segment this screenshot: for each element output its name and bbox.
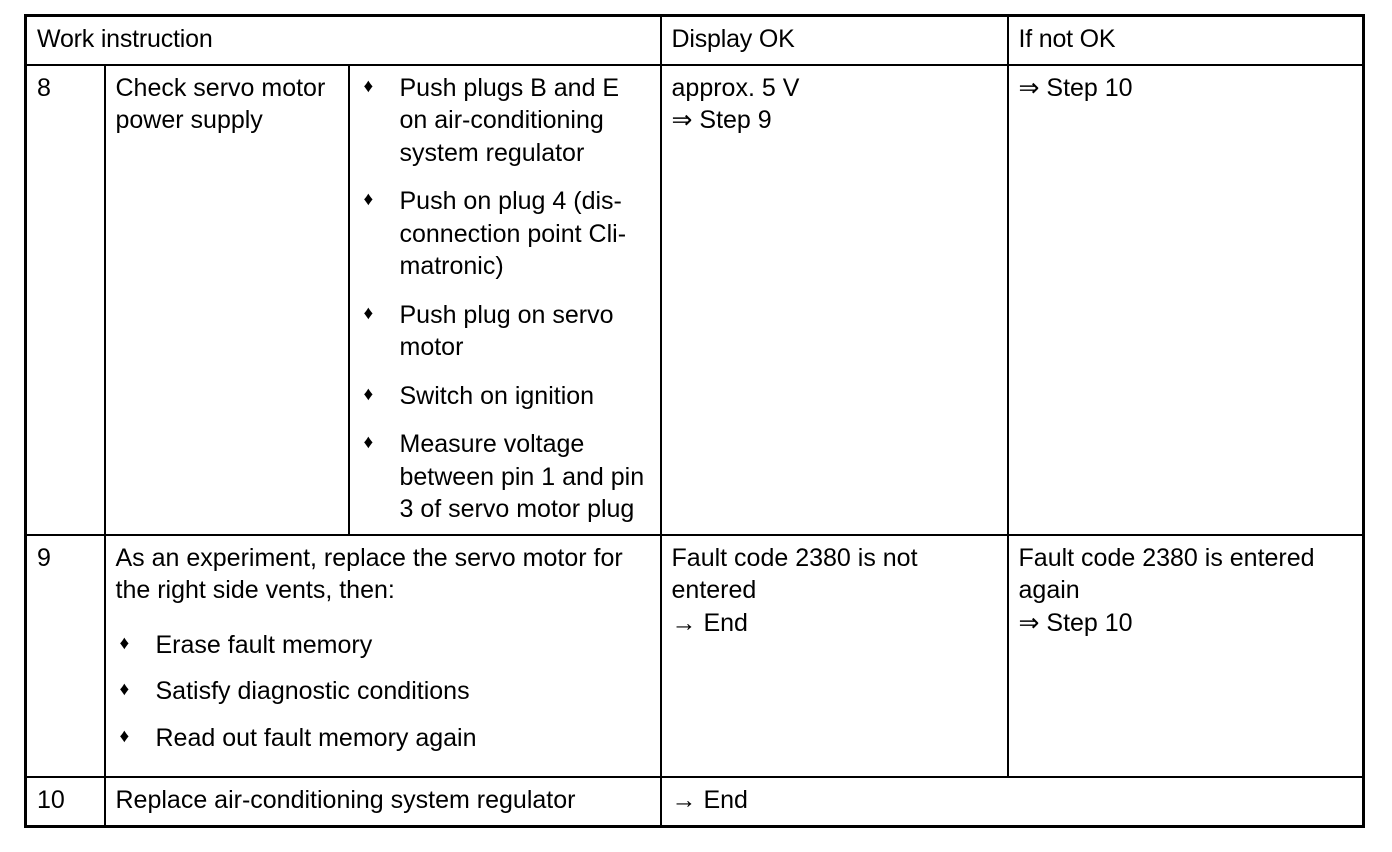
step-action-and-details: As an experiment, replace the servo moto… [103,533,662,778]
display-ok-cell: Fault code 2380 is not entered → End [659,533,1009,778]
table-header: Work instruction Display OK If not OK [24,14,1365,66]
list-item: ♦ Measure voltage between pin 1 and pin … [360,428,650,526]
list-item: ♦ Push plug on servo motor [360,299,650,364]
list-item-label: Measure voltage between pin 1 and pin 3 … [399,430,645,523]
table-body: 8 Check servo motor power supply ♦ Push … [24,63,1365,827]
step-details: ♦ Push plugs B and E on air-conditioning… [347,63,662,536]
list-item-label: Read out fault memory again [155,723,477,752]
table-row: 9 As an experiment, replace the servo mo… [24,533,1365,778]
list-item: ♦ Erase fault memory [116,629,650,662]
list-item-label: Erase fault memory [155,630,373,659]
detail-list: ♦ Push plugs B and E on air-conditioning… [360,72,650,526]
list-item: ♦ Switch on ignition [360,380,650,413]
step-number: 10 [24,776,106,827]
display-ok-line: approx. 5 V [671,73,800,102]
step-action: As an experiment, replace the servo moto… [115,543,623,605]
diamond-bullet-icon: ♦ [363,302,374,324]
column-header-work-instruction: Work instruction [24,14,662,66]
step-number: 9 [24,533,106,778]
step-number: 8 [24,63,106,536]
if-not-ok-next-step: ⇒ Step 10 [1018,608,1133,637]
if-not-ok-cell: Fault code 2380 is entered again ⇒ Step … [1006,533,1365,778]
diamond-bullet-icon: ♦ [363,383,374,405]
display-ok-cell: approx. 5 V ⇒ Step 9 [659,63,1009,536]
column-header-display-ok: Display OK [659,14,1009,66]
list-item-label: Switch on ignition [399,381,595,410]
display-ok-line: Fault code 2380 is not entered [671,543,918,605]
display-ok-cell: → End [659,776,1365,827]
list-item-label: Push plugs B and E on air-conditioning s… [399,73,620,167]
table-row: 8 Check servo motor power supply ♦ Push … [24,63,1365,536]
list-item: ♦ Satisfy diagnostic conditions [116,675,650,708]
if-not-ok-line: Fault code 2380 is entered again [1018,543,1315,605]
column-header-if-not-ok: If not OK [1006,14,1365,66]
diamond-bullet-icon: ♦ [119,725,130,747]
list-item: ♦ Push on plug 4 (dis-connection point C… [360,185,650,283]
table-row: 10 Replace air-conditioning system regul… [24,776,1365,827]
list-item-label: Satisfy diagnostic conditions [155,677,470,705]
if-not-ok-cell: ⇒ Step 10 [1006,63,1365,536]
work-instruction-table: Work instruction Display OK If not OK 8 … [24,14,1366,828]
list-item-label: Push plug on servo motor [399,300,614,362]
diamond-bullet-icon: ♦ [119,632,130,654]
detail-list: ♦ Erase fault memory ♦ Satisfy diagnosti… [116,629,650,755]
step-action: Check servo motor power supply [103,63,350,536]
list-item: ♦ Read out fault memory again [116,722,650,755]
step-action: Replace air-conditioning system regulato… [103,776,662,827]
if-not-ok-next-step: ⇒ Step 10 [1018,73,1133,102]
list-item: ♦ Push plugs B and E on air-conditioning… [360,72,650,170]
diamond-bullet-icon: ♦ [119,679,130,700]
header-row: Work instruction Display OK If not OK [24,14,1365,66]
display-ok-next-step: ⇒ Step 9 [671,106,772,134]
display-ok-next-step: → End [671,608,748,637]
diamond-bullet-icon: ♦ [363,75,374,97]
diamond-bullet-icon: ♦ [363,432,374,453]
list-item-label: Push on plug 4 (dis-connection point Cli… [399,187,627,280]
diamond-bullet-icon: ♦ [363,189,374,210]
